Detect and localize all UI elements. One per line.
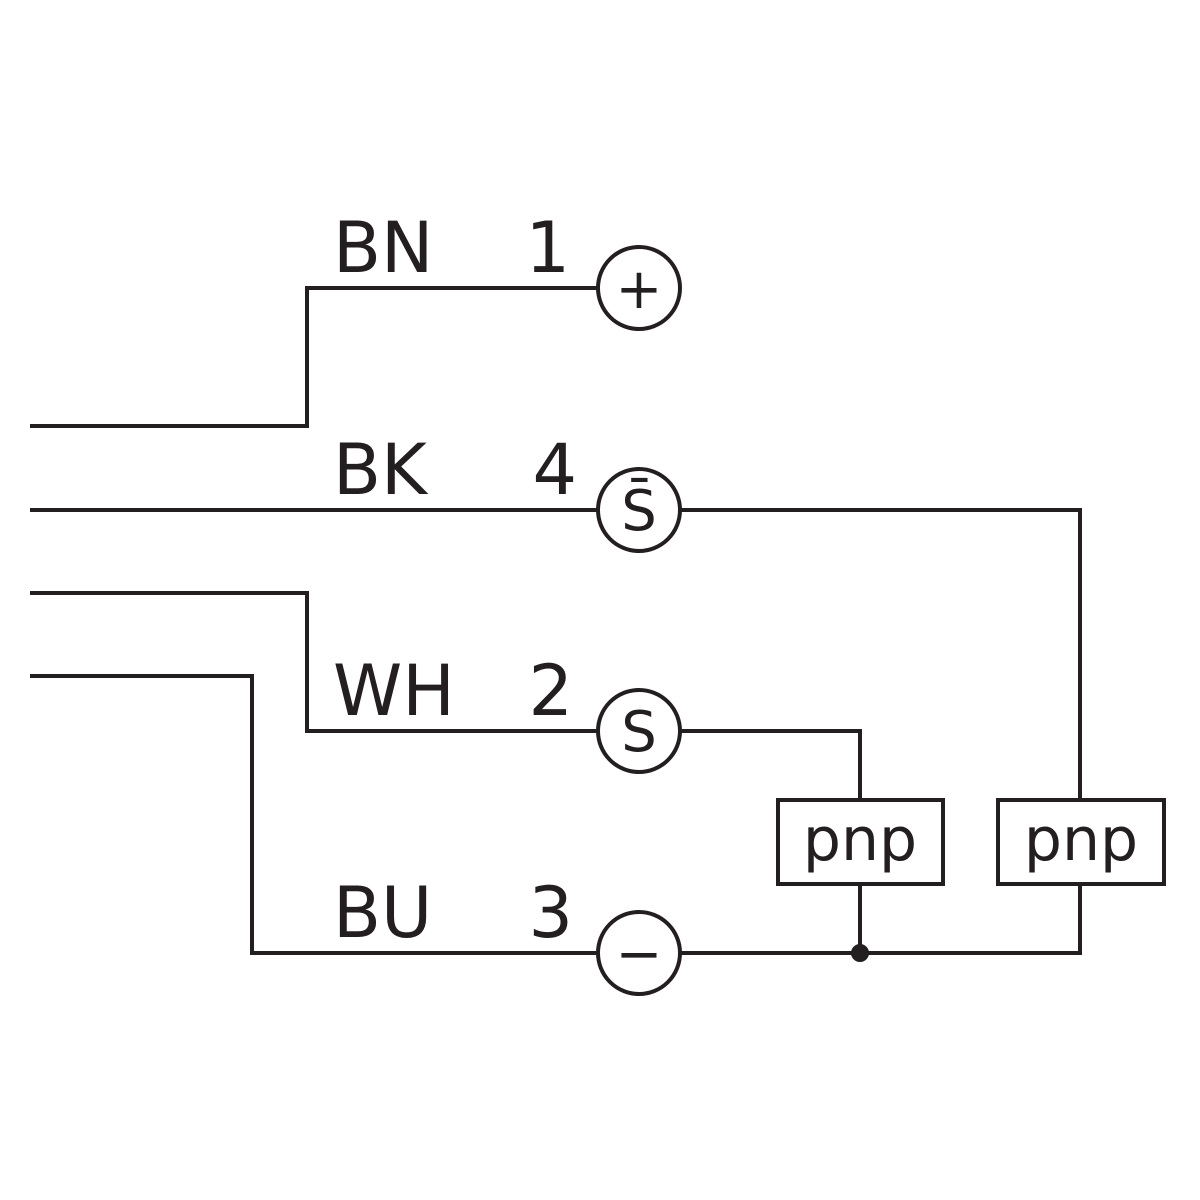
- wire-wh: [30, 591, 598, 733]
- output-label-2: pnp: [1024, 805, 1138, 875]
- wire-bu: [30, 674, 598, 955]
- pin-number-2: 2: [528, 650, 573, 732]
- wire-bk-to-output-2: [680, 508, 1082, 800]
- wire-bu-to-output-2: [680, 884, 1082, 955]
- junction-dot: [851, 944, 869, 962]
- output-box-2: [996, 798, 1166, 886]
- pin-number-3: 3: [528, 872, 573, 954]
- wire-label-bk: BK: [333, 429, 429, 511]
- pin-number-4: 4: [532, 429, 577, 511]
- wire-label-bn: BN: [333, 207, 433, 289]
- terminal-s-bar-symbol: S̄: [621, 479, 657, 544]
- terminal-plus-symbol: +: [616, 257, 663, 322]
- wire-label-bu: BU: [333, 872, 432, 954]
- wire-bn: [30, 286, 598, 428]
- wire-label-wh: WH: [333, 650, 455, 732]
- wire-wh-to-output-1: [680, 729, 862, 800]
- terminal-minus: [596, 910, 682, 996]
- terminal-minus-symbol: −: [616, 922, 663, 987]
- pin-number-1: 1: [525, 207, 570, 289]
- output-box-1: [776, 798, 945, 886]
- terminal-s: [596, 688, 682, 774]
- terminal-s-symbol: S: [621, 700, 657, 765]
- output-label-1: pnp: [803, 805, 917, 875]
- terminal-plus: [596, 245, 682, 331]
- terminal-s-bar: [596, 467, 682, 553]
